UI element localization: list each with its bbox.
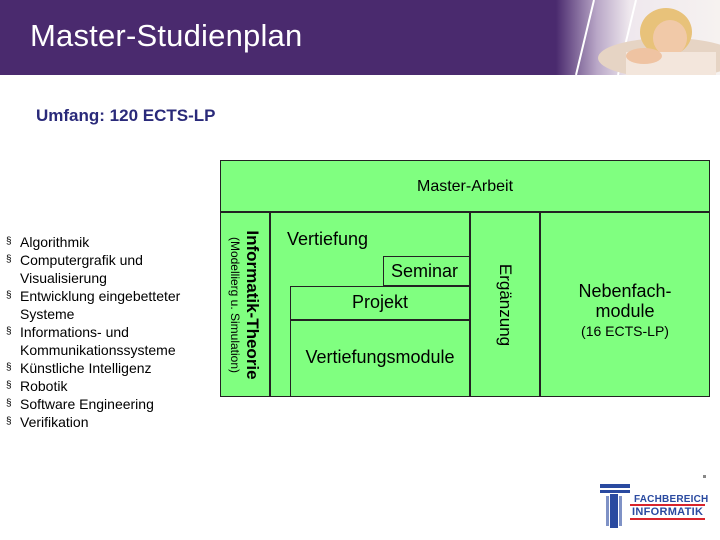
list-item-label: Verifikation [20, 414, 89, 430]
list-item-label: Software Engineering [20, 396, 154, 412]
seminar-label: Seminar [391, 261, 459, 281]
list-item: § Informations- und Kommunikationssysteme [6, 323, 216, 359]
vertiefungsmodule-label: Vertiefungsmodule [305, 347, 455, 367]
list-item-label: Informations- und Kommunikationssysteme [20, 324, 176, 358]
theorie-title: Informatik-Theorie [243, 229, 262, 380]
list-item-label: Computergrafik und Visualisierung [20, 252, 143, 286]
list-item: § Software Engineering [6, 395, 216, 413]
vertiefung-label: Vertiefung [287, 229, 369, 249]
nebenfach-lp: (16 ECTS-LP) [581, 323, 669, 339]
ergaenzung-text: Ergänzung [495, 263, 515, 345]
fachbereich-logo: FACHBEREICH INFORMATIK [596, 478, 716, 530]
projekt-box: Projekt [290, 286, 470, 320]
theorie-text: Informatik-Theorie (Modellierg u. Simula… [228, 230, 262, 379]
header-bar: Master-Studienplan [0, 0, 720, 75]
list-item: § Entwicklung eingebetteter Systeme [6, 287, 216, 323]
theorie-subtitle: (Modellierg u. Simulation) [228, 236, 242, 373]
list-item: § Algorithmik [6, 233, 216, 251]
list-item-label: Robotik [20, 378, 68, 394]
bullet-icon: § [6, 398, 12, 409]
bullet-icon: § [6, 362, 12, 373]
master-arbeit-label: Master-Arbeit [416, 178, 514, 195]
list-item: § Robotik [6, 377, 216, 395]
decorative-dot [703, 475, 706, 478]
list-item: § Künstliche Intelligenz [6, 359, 216, 377]
vertiefungsmodule-box: Vertiefungsmodule [290, 320, 470, 397]
nebenfach-box: Nebenfach-module (16 ECTS-LP) [540, 212, 710, 397]
ergaenzung-box: Ergänzung [470, 212, 540, 397]
logo-line1: FACHBEREICH [634, 494, 709, 505]
ergaenzung-label: Ergänzung [496, 263, 515, 346]
informatik-theorie-box: Informatik-Theorie (Modellierg u. Simula… [220, 212, 270, 397]
bullet-icon: § [6, 236, 12, 247]
bullet-icon: § [6, 380, 12, 391]
projekt-label: Projekt [351, 292, 409, 312]
bullet-icon: § [6, 326, 12, 337]
header-photo [556, 0, 720, 75]
bullet-icon: § [6, 254, 12, 265]
list-item-label: Algorithmik [20, 234, 90, 250]
page-title: Master-Studienplan [30, 18, 303, 53]
list-item: § Verifikation [6, 413, 216, 431]
logo-line2: INFORMATIK [630, 504, 706, 520]
nebenfach-label: Nebenfach-module [578, 281, 672, 321]
bullet-icon: § [6, 290, 12, 301]
list-item-label: Künstliche Intelligenz [20, 360, 152, 376]
list-item-label: Entwicklung eingebetteter Systeme [20, 288, 181, 322]
master-arbeit-box: Master-Arbeit [220, 160, 710, 212]
scope-subtitle: Umfang: 120 ECTS-LP [36, 106, 216, 125]
seminar-box: Seminar [383, 256, 470, 286]
specialization-list: § Algorithmik § Computergrafik und Visualis… [6, 233, 216, 431]
bullet-icon: § [6, 416, 12, 427]
logo-mark-icon [600, 484, 630, 528]
list-item: § Computergrafik und Visualisierung [6, 251, 216, 287]
